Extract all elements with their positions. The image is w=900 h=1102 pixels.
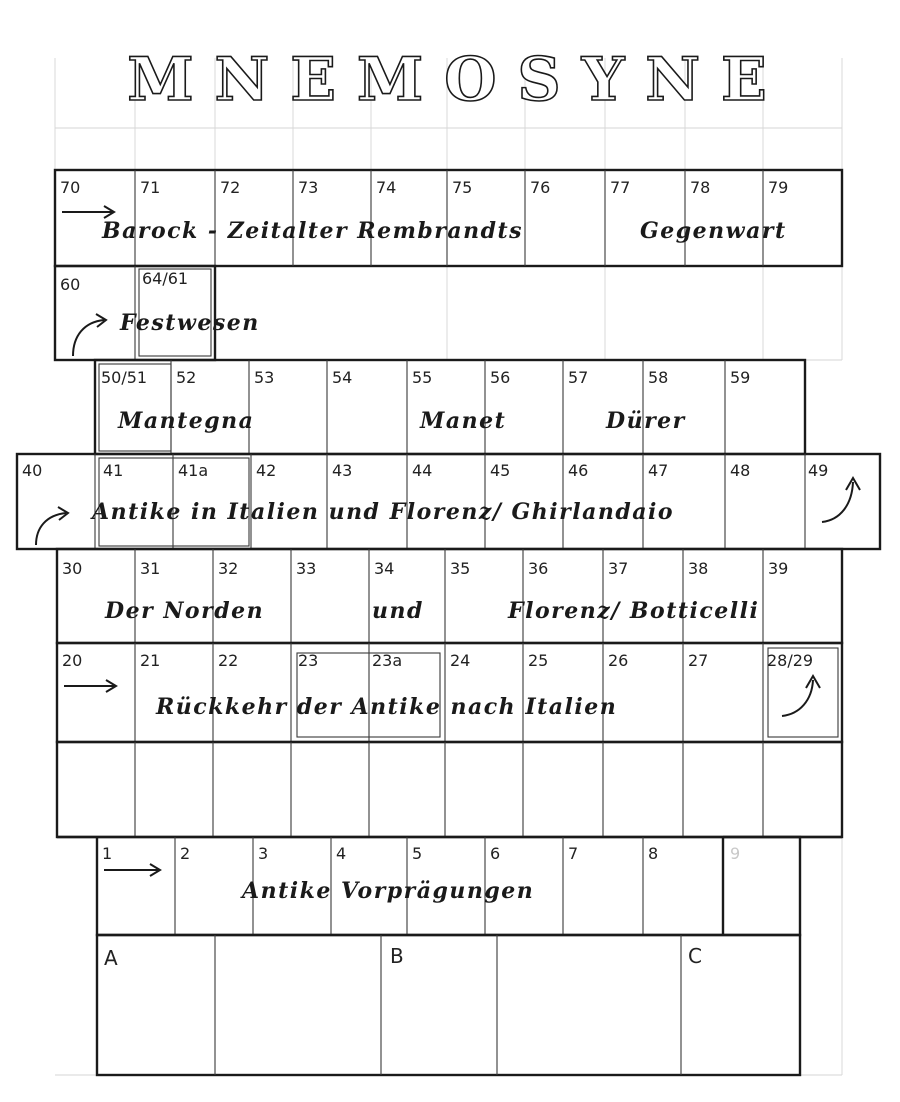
panel-number: 77 bbox=[610, 178, 630, 197]
panel-number: 78 bbox=[690, 178, 710, 197]
panel-number: 5 bbox=[412, 844, 422, 863]
bottom-sections: A B C bbox=[95, 933, 802, 1077]
curved-arrow-icon bbox=[35, 506, 70, 546]
panel-number: 73 bbox=[298, 178, 318, 197]
panel-number: 41 bbox=[103, 461, 123, 480]
panel-number: 55 bbox=[412, 368, 432, 387]
panel-number: 26 bbox=[608, 651, 628, 670]
right-arrow-icon bbox=[62, 205, 116, 219]
panel-number: 39 bbox=[768, 559, 788, 578]
row-70s: 70 71 72 73 74 75 76 77 78 79 Barock - Z… bbox=[53, 168, 844, 268]
panel-number: 37 bbox=[608, 559, 628, 578]
curved-up-arrow-icon bbox=[781, 674, 821, 717]
section-label: A bbox=[104, 946, 118, 970]
panel-number: 38 bbox=[688, 559, 708, 578]
panel-number: 79 bbox=[768, 178, 788, 197]
row-theme: Antike Vorprägungen bbox=[240, 878, 534, 904]
row-theme: Florenz/ Botticelli bbox=[507, 598, 759, 624]
panel-number: 57 bbox=[568, 368, 588, 387]
panel-number: 4 bbox=[336, 844, 346, 863]
panel-number: 7 bbox=[568, 844, 578, 863]
row-40s: 40 41 41a 42 43 44 45 46 47 48 49 Antike… bbox=[15, 452, 882, 551]
panel-number: 35 bbox=[450, 559, 470, 578]
panel-number: 24 bbox=[450, 651, 470, 670]
panel-number: 74 bbox=[376, 178, 396, 197]
panel-number: 3 bbox=[258, 844, 268, 863]
curved-arrow-icon bbox=[72, 313, 108, 357]
panel-number: 47 bbox=[648, 461, 668, 480]
panel-number: 2 bbox=[180, 844, 190, 863]
panel-number: 75 bbox=[452, 178, 472, 197]
panel-number: 20 bbox=[62, 651, 82, 670]
board-title: M N E M O S Y N E bbox=[127, 45, 767, 115]
row-theme: Manet bbox=[419, 408, 506, 434]
panel-number: 34 bbox=[374, 559, 394, 578]
panel-number: 36 bbox=[528, 559, 548, 578]
panel-number: 40 bbox=[22, 461, 42, 480]
panel-number: 6 bbox=[490, 844, 500, 863]
right-arrow-icon bbox=[64, 679, 118, 693]
panel-number: 64/61 bbox=[142, 269, 188, 288]
panel-number: 42 bbox=[256, 461, 276, 480]
panel-number: 71 bbox=[140, 178, 160, 197]
row-theme: Dürer bbox=[605, 408, 686, 434]
row-theme: Mantegna bbox=[117, 408, 254, 434]
row-theme: Festwesen bbox=[119, 310, 260, 336]
panel-number: 70 bbox=[60, 178, 80, 197]
row-30s: 30 31 32 33 34 35 36 37 38 39 Der Norden… bbox=[55, 547, 844, 645]
panel-number: 53 bbox=[254, 368, 274, 387]
panel-number: 46 bbox=[568, 461, 588, 480]
panel-number: 50/51 bbox=[101, 368, 147, 387]
row-50s: 50/51 52 53 54 55 56 57 58 59 Mantegna M… bbox=[93, 358, 807, 456]
panel-number: 49 bbox=[808, 461, 828, 480]
panel-number: 25 bbox=[528, 651, 548, 670]
panel-number: 33 bbox=[296, 559, 316, 578]
row-theme: Gegenwart bbox=[640, 218, 787, 244]
panel-number: 1 bbox=[102, 844, 112, 863]
panel-number: 41a bbox=[178, 461, 208, 480]
panel-number: 21 bbox=[140, 651, 160, 670]
panel-number: 8 bbox=[648, 844, 658, 863]
row-theme: Antike in Italien und Florenz/ Ghirlanda… bbox=[90, 499, 674, 525]
panel-number: 31 bbox=[140, 559, 160, 578]
panel-number: 54 bbox=[332, 368, 352, 387]
panel-number: 59 bbox=[730, 368, 750, 387]
section-label: C bbox=[688, 944, 702, 968]
panel-number: 32 bbox=[218, 559, 238, 578]
panel-number: 56 bbox=[490, 368, 510, 387]
section-label: B bbox=[390, 944, 404, 968]
panel-number: 27 bbox=[688, 651, 708, 670]
row-theme: und bbox=[372, 598, 424, 624]
panel-number: 23 bbox=[298, 651, 318, 670]
panel-number: 48 bbox=[730, 461, 750, 480]
panel-number: 45 bbox=[490, 461, 510, 480]
row-20s: 20 21 22 23 23a 24 25 26 27 28/29 Rückke… bbox=[55, 641, 844, 744]
panel-number: 52 bbox=[176, 368, 196, 387]
curved-up-arrow-icon bbox=[821, 476, 861, 523]
panel-number: 72 bbox=[220, 178, 240, 197]
right-arrow-icon bbox=[104, 863, 162, 877]
panel-number: 28/29 bbox=[767, 651, 813, 670]
panel-number: 23a bbox=[372, 651, 402, 670]
row-1-9: 1 2 3 4 5 6 7 8 9 Antike Vorprägungen bbox=[57, 835, 842, 937]
panel-number: 60 bbox=[60, 275, 80, 294]
row-theme: Barock - Zeitalter Rembrandts bbox=[101, 218, 523, 244]
row-60s: 60 64/61 Festwesen bbox=[53, 264, 260, 362]
row-theme: Rückkehr der Antike nach Italien bbox=[155, 694, 617, 720]
row-theme: Der Norden bbox=[104, 598, 264, 624]
panel-number: 58 bbox=[648, 368, 668, 387]
panel-number: 22 bbox=[218, 651, 238, 670]
panel-number: 76 bbox=[530, 178, 550, 197]
panel-number: 9 bbox=[730, 844, 740, 863]
panel-number: 43 bbox=[332, 461, 352, 480]
panel-number: 44 bbox=[412, 461, 432, 480]
row-blank bbox=[55, 740, 844, 839]
panel-number: 30 bbox=[62, 559, 82, 578]
